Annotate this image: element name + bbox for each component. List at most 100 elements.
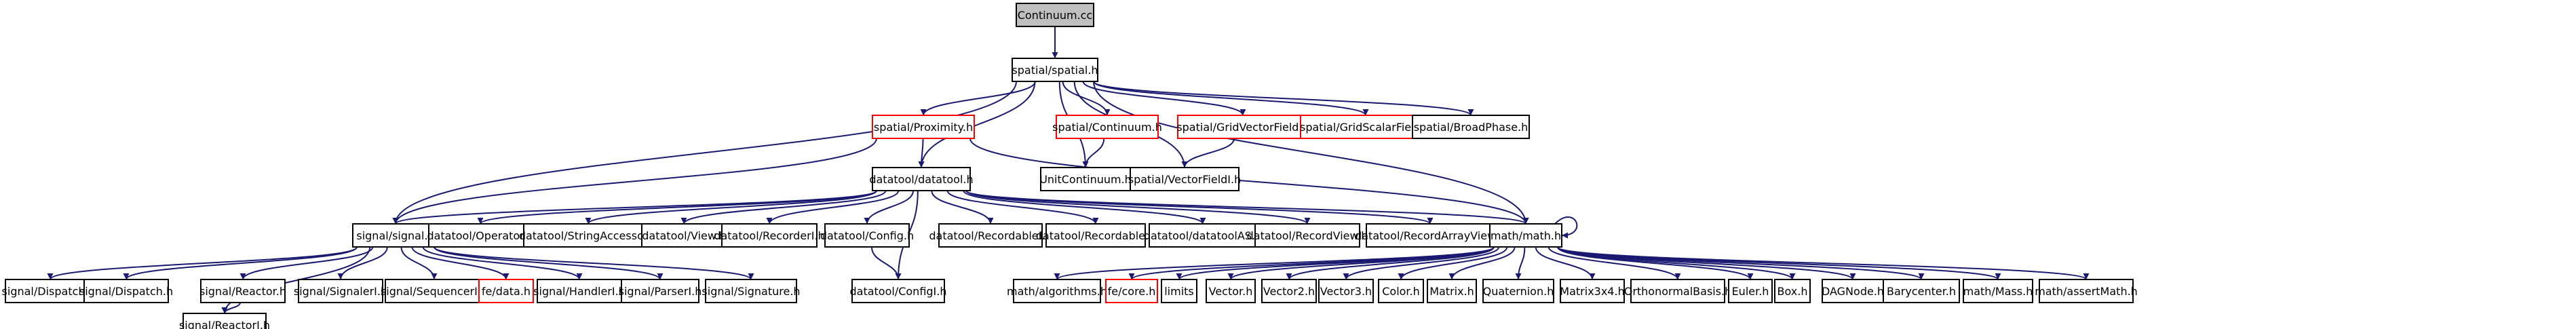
node-label: Matrix3x4.h bbox=[1560, 285, 1624, 298]
edge-signal_h-to-fe_data_h bbox=[411, 246, 510, 280]
node-box bbox=[5, 279, 96, 303]
node-label: math/assertMath.h bbox=[2035, 285, 2138, 298]
edge-signal_h-to-signature_h bbox=[434, 246, 754, 280]
edge-spatial_h-to-signal_h bbox=[392, 81, 1017, 225]
node-box bbox=[705, 279, 797, 303]
node-box bbox=[1177, 115, 1309, 139]
edge-datatool_h-to-recordview_h bbox=[965, 190, 1311, 225]
node-box_h[interactable]: Box.h bbox=[1774, 279, 1811, 303]
node-algorithms_h[interactable]: math/algorithms.h bbox=[1007, 279, 1107, 303]
node-configi_h[interactable]: datatool/ConfigI.h bbox=[849, 279, 947, 303]
node-dagnode_h[interactable]: DAGNode.h bbox=[1822, 279, 1884, 303]
node-unitcontinuum_h[interactable]: UnitContinuum.h bbox=[1039, 167, 1132, 191]
edge-datatool_h-to-recordablei_h bbox=[931, 190, 994, 225]
node-signal_h[interactable]: signal/signal.h bbox=[352, 223, 439, 248]
node-box bbox=[1728, 279, 1773, 303]
edge-math_h-to-math_h bbox=[1554, 216, 1578, 239]
node-label: limits bbox=[1164, 285, 1194, 298]
node-signature_h[interactable]: signal/Signature.h bbox=[701, 279, 801, 303]
node-limits[interactable]: limits bbox=[1161, 279, 1197, 303]
node-math_h[interactable]: math/math.h bbox=[1489, 223, 1562, 248]
edge-math_h-to-assertmath_h bbox=[1557, 246, 2090, 280]
node-box bbox=[298, 279, 383, 303]
node-reactori_h[interactable]: signal/ReactorI.h bbox=[179, 313, 270, 329]
node-dispatch_h[interactable]: signal/Dispatch.h bbox=[79, 279, 173, 303]
node-recordview_h[interactable]: datatool/RecordView.h bbox=[1247, 223, 1368, 248]
edge-proximity_h-to-signal_h bbox=[392, 138, 877, 225]
edge-proximity_h-to-math_h bbox=[969, 138, 1529, 225]
node-assertmath_h[interactable]: math/assertMath.h bbox=[2035, 279, 2138, 303]
node-config_h[interactable]: datatool/Config.h bbox=[820, 223, 914, 248]
node-datatool_h[interactable]: datatool/datatool.h bbox=[869, 167, 974, 191]
node-proximity_h[interactable]: spatial/Proximity.h bbox=[872, 115, 975, 139]
node-label: datatool/StringAccessor.h bbox=[519, 229, 657, 242]
edge-signal_h-to-signaleri_h bbox=[337, 246, 388, 280]
node-matrix3x4_h[interactable]: Matrix3x4.h bbox=[1560, 279, 1625, 303]
node-fe_core_h[interactable]: fe/core.h bbox=[1105, 279, 1158, 303]
node-label: datatool/datatoolAS.h bbox=[1144, 229, 1262, 242]
edge-spatial_h-to-math_h bbox=[1093, 81, 1529, 225]
edge-datatool_h-to-recordable_h bbox=[946, 190, 1099, 225]
node-label: signal/ReactorI.h bbox=[179, 319, 270, 329]
node-fe_data_h[interactable]: fe/data.h bbox=[478, 279, 534, 303]
node-recordable_h[interactable]: datatool/Recordable.h bbox=[1036, 223, 1155, 248]
node-matrix_h[interactable]: Matrix.h bbox=[1427, 279, 1477, 303]
node-barycenter_h[interactable]: Barycenter.h bbox=[1883, 279, 1960, 303]
node-box bbox=[1560, 279, 1625, 303]
node-recordarrayview_h[interactable]: datatool/RecordArrayView.h bbox=[1355, 223, 1505, 248]
node-recorderi_h[interactable]: datatool/RecorderI.h bbox=[714, 223, 825, 248]
node-gridvector_h[interactable]: spatial/GridVectorField.h bbox=[1176, 115, 1309, 139]
node-label: signal/DispatchI.h bbox=[2, 285, 99, 298]
node-vector_h[interactable]: Vector.h bbox=[1206, 279, 1256, 303]
node-label: UnitContinuum.h bbox=[1039, 173, 1132, 186]
node-reactor_h[interactable]: signal/Reactor.h bbox=[199, 279, 286, 303]
node-label: datatool/RecordView.h bbox=[1247, 229, 1368, 242]
node-orthonormal_h[interactable]: OrthonormalBasis.h bbox=[1624, 279, 1732, 303]
node-label: datatool/ConfigI.h bbox=[849, 285, 946, 298]
node-quaternion_h[interactable]: Quaternion.h bbox=[1482, 279, 1554, 303]
node-handleri_h[interactable]: signal/HandlerI.h bbox=[533, 279, 626, 303]
edge-datatool_h-to-recorderi_h bbox=[766, 190, 900, 225]
node-vectorfieldi_h[interactable]: spatial/VectorFieldI.h bbox=[1128, 167, 1242, 191]
node-box bbox=[1254, 223, 1360, 248]
node-box bbox=[385, 279, 484, 303]
node-sequenceri_h[interactable]: signal/SequencerI.h bbox=[381, 279, 488, 303]
node-gridscalar_h[interactable]: spatial/GridScalarField.h bbox=[1300, 115, 1431, 139]
node-label: Barycenter.h bbox=[1887, 285, 1956, 298]
node-box bbox=[938, 223, 1043, 248]
edge-gridvector_h-to-vectorfieldi_h bbox=[1181, 138, 1235, 168]
node-box bbox=[1012, 58, 1098, 82]
node-box bbox=[200, 279, 286, 303]
edge-math_h-to-box_h bbox=[1557, 246, 1796, 280]
node-box bbox=[2039, 279, 2134, 303]
edge-datatool_h-to-recordarrayview_h bbox=[965, 190, 1434, 225]
node-parseri_h[interactable]: signal/ParserI.h bbox=[619, 279, 702, 303]
node-label: signal/SequencerI.h bbox=[381, 285, 488, 298]
node-stringaccessor_h[interactable]: datatool/StringAccessor.h bbox=[519, 223, 657, 248]
node-spatial_h[interactable]: spatial/spatial.h bbox=[1012, 58, 1098, 82]
node-euler_h[interactable]: Euler.h bbox=[1728, 279, 1773, 303]
node-view_h[interactable]: datatool/View.h bbox=[641, 223, 727, 248]
node-vector2_h[interactable]: Vector2.h bbox=[1261, 279, 1317, 303]
node-operator_h[interactable]: datatool/Operator.h bbox=[427, 223, 534, 248]
node-color_h[interactable]: Color.h bbox=[1378, 279, 1424, 303]
node-label: signal/Dispatch.h bbox=[79, 285, 173, 298]
node-broadphase_h[interactable]: spatial/BroadPhase.h bbox=[1412, 115, 1530, 139]
edge-datatool_h-to-view_h bbox=[680, 190, 887, 225]
edge-math_h-to-limits bbox=[1176, 246, 1495, 280]
node-box bbox=[1105, 279, 1158, 303]
node-signaleri_h[interactable]: signal/SignalerI.h bbox=[294, 279, 387, 303]
node-box bbox=[1963, 279, 2033, 303]
node-label: signal/HandlerI.h bbox=[533, 285, 626, 298]
node-recordablei_h[interactable]: datatool/RecordableI.h bbox=[929, 223, 1052, 248]
node-label: datatool/RecorderI.h bbox=[714, 229, 824, 242]
node-sp_continuum_h[interactable]: spatial/Continuum.h bbox=[1052, 115, 1162, 139]
node-label: datatool/datatool.h bbox=[869, 173, 973, 186]
node-vector3_h[interactable]: Vector3.h bbox=[1318, 279, 1374, 303]
node-box bbox=[1822, 279, 1884, 303]
node-mass_h[interactable]: math/Mass.h bbox=[1963, 279, 2033, 303]
node-dispatchi_h[interactable]: signal/DispatchI.h bbox=[2, 279, 99, 303]
node-datatoolas_h[interactable]: datatool/datatoolAS.h bbox=[1144, 223, 1262, 248]
node-box bbox=[621, 279, 699, 303]
